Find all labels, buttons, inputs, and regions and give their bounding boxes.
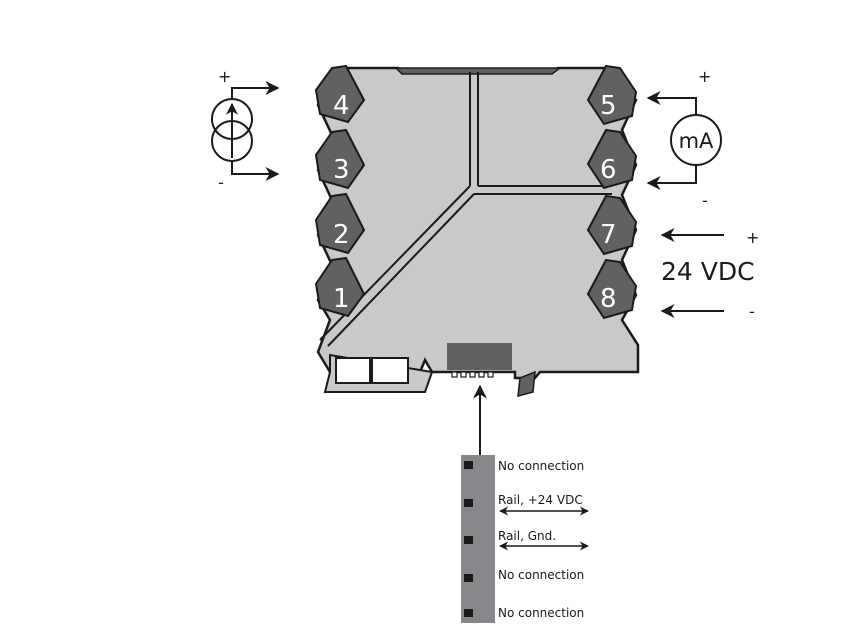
rail-connector-detail: No connection Rail, +24 VDC Rail, Gnd. N…	[461, 384, 589, 623]
supply-label: 24 VDC	[661, 257, 755, 286]
pin-icon	[464, 499, 473, 507]
right-terminals: 5 6 7 8	[586, 64, 638, 320]
milliamp-meter-symbol: + - mA	[646, 67, 722, 210]
pin-icon	[464, 461, 473, 469]
svg-text:No connection: No connection	[498, 568, 584, 582]
current-source-symbol: + -	[211, 67, 280, 192]
terminal-6[interactable]: 6	[586, 128, 638, 190]
left-terminals: 4 3 2 1	[314, 64, 366, 318]
svg-text:Rail, +24 VDC: Rail, +24 VDC	[498, 493, 583, 507]
source-plus-label: +	[218, 67, 231, 86]
rail-connector-window	[447, 343, 512, 370]
supply-plus-label: +	[746, 228, 759, 247]
power-supply-symbol: + 24 VDC -	[660, 228, 759, 321]
svg-text:2: 2	[333, 220, 350, 250]
rail-pin-3: Rail, Gnd.	[464, 529, 589, 551]
rail-pin-4: No connection	[464, 568, 584, 582]
source-minus-label: -	[218, 173, 224, 192]
svg-text:Rail, Gnd.: Rail, Gnd.	[498, 529, 556, 543]
terminal-7[interactable]: 7	[586, 194, 638, 256]
meter-plus-label: +	[698, 67, 711, 86]
svg-text:7: 7	[600, 220, 617, 250]
supply-minus-label: -	[749, 302, 755, 321]
module-housing	[316, 66, 640, 398]
rail-pin-5: No connection	[464, 606, 584, 620]
rail-pin-1: No connection	[464, 459, 584, 473]
svg-text:4: 4	[333, 91, 350, 121]
svg-text:3: 3	[333, 155, 350, 185]
pin-icon	[464, 536, 473, 544]
terminal-1[interactable]: 1	[314, 256, 366, 318]
svg-text:5: 5	[600, 91, 617, 121]
svg-text:1: 1	[333, 284, 350, 314]
terminal-8[interactable]: 8	[586, 258, 638, 320]
terminal-2[interactable]: 2	[314, 192, 366, 255]
meter-minus-label: -	[702, 191, 708, 210]
meter-label: mA	[679, 129, 714, 153]
terminal-3[interactable]: 3	[314, 128, 366, 190]
svg-text:6: 6	[600, 155, 617, 185]
svg-text:No connection: No connection	[498, 459, 584, 473]
rail-pin-2: Rail, +24 VDC	[464, 493, 589, 516]
terminal-5[interactable]: 5	[586, 64, 638, 126]
svg-text:No connection: No connection	[498, 606, 584, 620]
svg-text:8: 8	[600, 284, 617, 314]
pin-icon	[464, 574, 473, 582]
pin-icon	[464, 609, 473, 617]
terminal-4[interactable]: 4	[314, 64, 366, 124]
